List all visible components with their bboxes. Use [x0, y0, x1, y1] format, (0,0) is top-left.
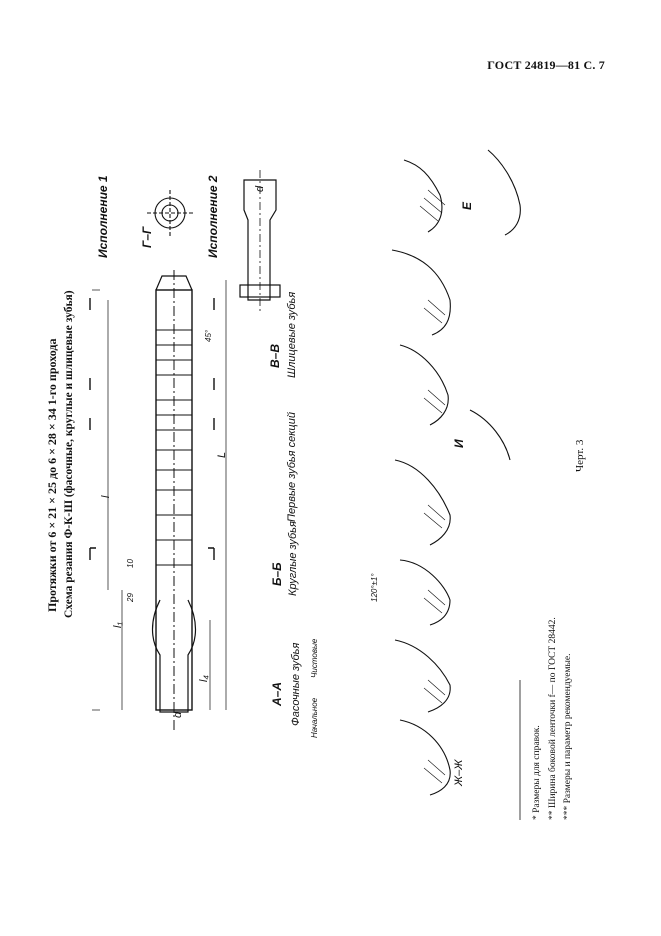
tooth-profiles [391, 149, 521, 796]
section-g-view [147, 190, 193, 236]
hatched-sections [419, 189, 446, 784]
broach-body [151, 270, 197, 730]
teeth-bands [156, 329, 192, 566]
standard-page-header: ГОСТ 24819—81 С. 7 [487, 58, 605, 72]
dimension-lines [92, 280, 227, 711]
section-markers [89, 298, 215, 560]
variant-2-shank [239, 170, 281, 312]
